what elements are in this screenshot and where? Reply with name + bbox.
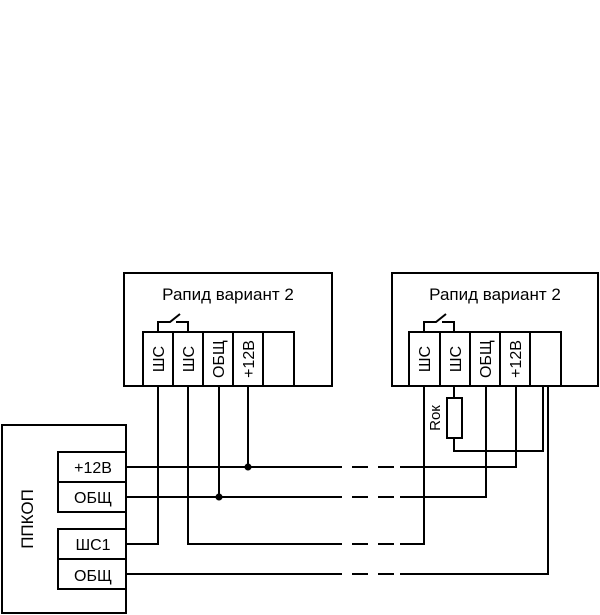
device-2: Рапид вариант 2 ШС ШС ОБЩ +12В <box>391 272 599 387</box>
device-2-terminal-shs-2: ШС <box>448 346 465 372</box>
device-2-switch-icon <box>423 313 447 332</box>
device-2-terminal-shs-1: ШС <box>417 346 434 372</box>
panel-terminal-common-1: ОБЩ <box>74 490 112 507</box>
resistor-icon <box>446 397 463 439</box>
panel: ППКОП +12В ОБЩ ШС1 ОБЩ <box>1 424 127 614</box>
device-2-title: Рапид вариант 2 <box>429 285 561 304</box>
device-1-terminal-common: ОБЩ <box>211 340 228 378</box>
junction-dot <box>215 493 223 501</box>
device-1-terminal-shs-1: ШС <box>151 346 168 372</box>
resistor-label: Rок <box>427 405 444 431</box>
device-2-terminal-strip <box>408 331 562 387</box>
panel-terminal-shs1: ШС1 <box>75 537 110 554</box>
junction-dot <box>244 463 252 471</box>
wires: Rок <box>126 386 549 575</box>
panel-terminal-common-2: ОБЩ <box>74 568 112 585</box>
panel-title: ППКОП <box>18 489 37 549</box>
device-1-title: Рапид вариант 2 <box>162 285 294 304</box>
device-1-terminal-12v: +12В <box>241 340 258 378</box>
device-2-terminal-12v: +12В <box>508 340 525 378</box>
device-1-switch-icon <box>157 313 181 332</box>
device-1-terminal-strip <box>142 331 295 387</box>
panel-terminal-12v: +12В <box>74 460 112 477</box>
wire-loop <box>187 386 326 545</box>
device-1-terminal-shs-2: ШС <box>181 346 198 372</box>
device-2-terminal-common: ОБЩ <box>478 340 495 378</box>
wire-shs1 <box>126 386 159 545</box>
device-1: Рапид вариант 2 ШС ШС ОБЩ +12В <box>123 272 333 387</box>
